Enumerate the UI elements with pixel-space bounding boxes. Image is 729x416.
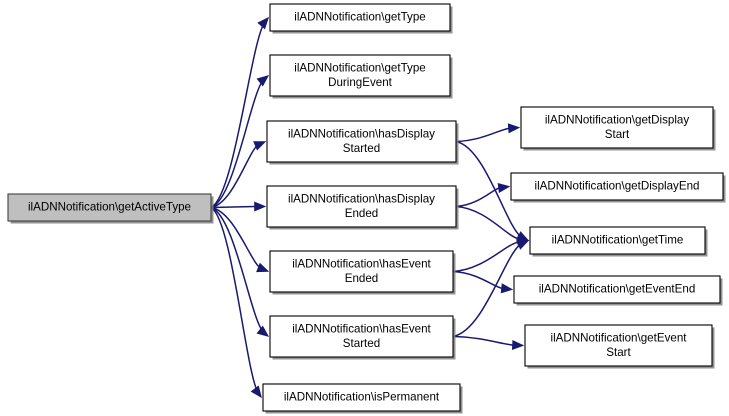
node-label-getTime: ilADNNotification\getTime <box>552 234 684 247</box>
edge-hasDisplayStarted-getDisplayStart <box>455 123 521 143</box>
edge-getActiveType-getTypeDuringEvent <box>210 75 270 209</box>
node-box-hasEventStarted[interactable] <box>269 315 454 358</box>
node-label-hasEventEnded: ilADNNotification\hasEvent <box>292 257 431 270</box>
node-box-getType[interactable] <box>269 3 451 32</box>
nodes-layer: ilADNNotification\getActiveType ilADNNoti… <box>7 3 726 414</box>
node-label-getDisplayEnd: ilADNNotification\getDisplayEnd <box>535 180 700 193</box>
node-box-getEventEnd[interactable] <box>513 275 721 304</box>
node-getEventEnd[interactable]: ilADNNotification\getEventEnd <box>513 275 723 306</box>
node-label-hasDisplayStarted: ilADNNotification\hasDisplay <box>288 127 435 140</box>
edge-getActiveType-hasEventEnded <box>210 206 270 273</box>
edge-getActiveType-getType <box>210 16 270 209</box>
edge-hasEventStarted-getEventStart <box>452 335 525 351</box>
node-isPermanent[interactable]: ilADNNotification\isPermanent <box>262 383 463 414</box>
node-box-getDisplayEnd[interactable] <box>510 172 724 201</box>
node-label-getEventEnd: ilADNNotification\getEventEnd <box>539 283 696 296</box>
edge-getActiveType-hasDisplayStarted <box>210 141 267 209</box>
node-box-hasEventEnded[interactable] <box>269 250 454 293</box>
node-box-isPermanent[interactable] <box>262 383 461 412</box>
node-box-getActiveType[interactable] <box>7 193 212 222</box>
node-box-getTime[interactable] <box>529 226 706 255</box>
edge-hasDisplayEnded-getDisplayEnd <box>455 182 511 208</box>
edge-getActiveType-isPermanent <box>210 206 262 399</box>
node-getTime[interactable]: ilADNNotification\getTime <box>529 226 708 257</box>
node-label-getEventStart: Start <box>606 346 631 359</box>
node-box-hasDisplayStarted[interactable] <box>266 120 457 163</box>
edge-hasEventEnded-getEventEnd <box>452 270 514 294</box>
node-label-hasDisplayEnded: ilADNNotification\hasDisplay <box>288 192 435 205</box>
node-getType[interactable]: ilADNNotification\getType <box>269 3 453 34</box>
node-label-getTypeDuringEvent: ilADNNotification\getType <box>294 61 425 74</box>
node-label-hasEventStarted: Started <box>343 337 380 350</box>
edge-hasEventStarted-getTime <box>452 240 530 338</box>
node-label-getActiveType: ilADNNotification\getActiveType <box>28 201 191 214</box>
node-label-hasEventEnded: Ended <box>345 272 379 285</box>
node-getActiveType[interactable]: ilADNNotification\getActiveType <box>7 193 214 224</box>
edge-getActiveType-hasDisplayEnded <box>210 201 267 212</box>
node-box-hasDisplayEnded[interactable] <box>266 185 457 228</box>
node-label-hasDisplayEnded: Ended <box>345 207 379 220</box>
node-label-getTypeDuringEvent: DuringEvent <box>328 76 393 89</box>
edge-getActiveType-hasEventStarted <box>210 206 270 337</box>
node-box-getEventStart[interactable] <box>524 324 713 367</box>
node-label-isPermanent: ilADNNotification\isPermanent <box>284 391 440 404</box>
node-label-getDisplayStart: Start <box>605 128 630 141</box>
node-box-getDisplayStart[interactable] <box>520 106 714 149</box>
node-label-hasEventStarted: ilADNNotification\hasEvent <box>292 322 431 335</box>
node-label-getType: ilADNNotification\getType <box>294 11 425 24</box>
node-label-getEventStart: ilADNNotification\getEvent <box>551 331 688 344</box>
node-label-hasDisplayStarted: Started <box>343 142 380 155</box>
edges-layer <box>210 16 530 399</box>
node-getDisplayEnd[interactable]: ilADNNotification\getDisplayEnd <box>510 172 726 203</box>
node-box-getTypeDuringEvent[interactable] <box>269 54 451 97</box>
node-label-getDisplayStart: ilADNNotification\getDisplay <box>545 113 690 126</box>
